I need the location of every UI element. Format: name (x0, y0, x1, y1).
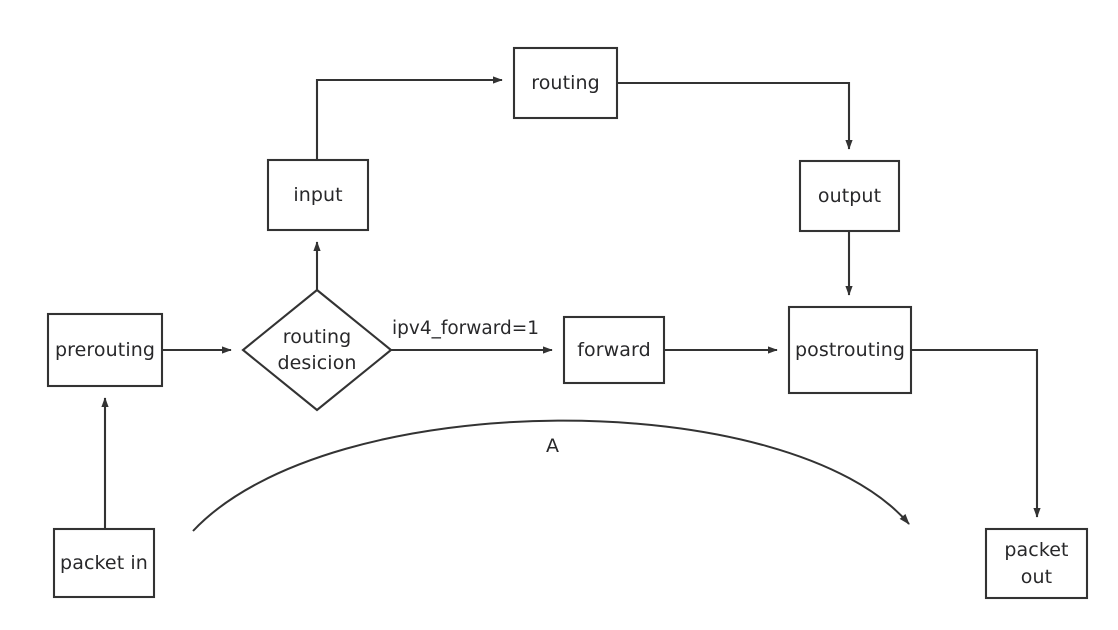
annotation-label-a: A (546, 435, 559, 457)
node-shape-prerouting[interactable] (46, 312, 164, 388)
edge-label-ipv4-forward: ipv4_forward=1 (392, 318, 540, 339)
node-shape-input[interactable] (266, 158, 370, 232)
node-shape-forward[interactable] (562, 315, 666, 385)
node-shape-routing-decision[interactable] (241, 288, 393, 412)
node-shape-packet-out[interactable] (984, 527, 1089, 600)
node-shape-postrouting[interactable] (787, 305, 913, 395)
edge-routing-to-output (617, 81, 853, 150)
edge-postrouting-to-packet-out (911, 348, 1041, 518)
node-shape-output[interactable] (798, 159, 901, 233)
node-shape-packet-in[interactable] (52, 527, 156, 599)
edge-input-to-routing (315, 76, 503, 160)
node-shape-routing[interactable] (512, 46, 619, 120)
annotation-arc-a (192, 419, 910, 532)
